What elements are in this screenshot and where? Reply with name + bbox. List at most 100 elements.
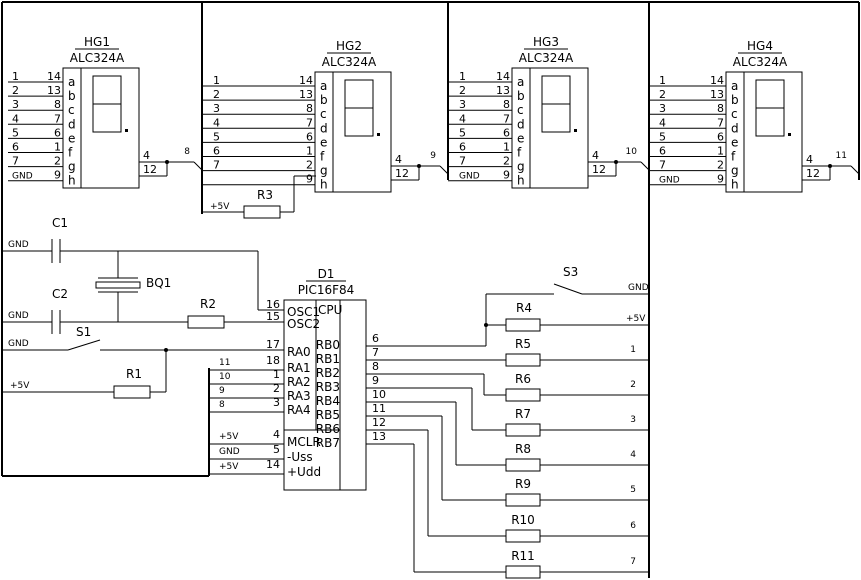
display-segment-label: d: [68, 117, 76, 131]
mcu-right-pin-number: 9: [372, 374, 379, 387]
resistor-net: 4: [630, 450, 636, 460]
display-common-pin: 12: [395, 167, 409, 180]
display-pin-number: 8: [503, 98, 510, 111]
display-pin-number: 14: [710, 74, 724, 87]
display-segment-label: c: [320, 107, 327, 121]
display-left-label: 5: [459, 126, 466, 139]
resistor-r6: R6 2: [505, 372, 649, 402]
s1-ref: S1: [76, 325, 91, 339]
display-segment-label: b: [68, 89, 76, 103]
display-common-pin: 12: [806, 167, 820, 180]
display-ref: HG2: [336, 39, 362, 53]
display-pin-number: 8: [717, 102, 724, 115]
resistor-ref: R11: [511, 549, 535, 563]
display-segment-label: a: [68, 75, 75, 89]
mcu-left-pin-label: +Udd: [287, 465, 321, 479]
resistor-ref: R6: [515, 372, 531, 386]
display-left-label: 4: [659, 116, 666, 129]
display-segment-label: g: [68, 160, 76, 174]
display-segment-label: h: [320, 178, 328, 192]
mcu-left-pin-label: RA0: [287, 345, 311, 359]
mcu-right-pin-label: RB0: [316, 338, 340, 352]
display-common-pin: 4: [592, 149, 599, 162]
display-pin-number: 2: [503, 155, 510, 168]
display-output-net: 10: [626, 147, 638, 157]
mcu-right-pin-label: RB2: [316, 366, 340, 380]
display-segment-label: g: [731, 164, 739, 178]
display-segment-label: d: [320, 121, 328, 135]
display-ref: HG1: [84, 35, 110, 49]
display-left-label: GND: [659, 176, 680, 186]
mcu-left-net: +5V: [219, 432, 239, 442]
r1-net: +5V: [10, 381, 30, 391]
r3-net: +5V: [210, 202, 230, 212]
display-left-label: 6: [459, 141, 466, 154]
display-common-pin: 4: [143, 149, 150, 162]
mcu-right-pin-label: RB6: [316, 422, 340, 436]
r3-ref: R3: [257, 188, 273, 202]
mcu-part: PIC16F84: [298, 283, 355, 297]
display-segment-label: b: [517, 89, 525, 103]
mcu-left-net: 11: [219, 358, 230, 368]
display-left-label: 7: [213, 159, 220, 172]
resistor-net: 6: [630, 521, 636, 531]
display-segment-label: f: [68, 146, 73, 160]
display-pin-number: 7: [503, 112, 510, 125]
display-segment-label: e: [320, 135, 327, 149]
mcu-cpu-label: CPU: [318, 303, 342, 317]
display-pin-number: 14: [299, 74, 313, 87]
display-segment-label: d: [517, 117, 525, 131]
display-segment-label: h: [517, 174, 525, 188]
resistor-r10: R10 6: [505, 513, 649, 543]
display-pin-number: 6: [717, 130, 724, 143]
resistor-net: 7: [630, 557, 636, 567]
mcu-right-pin-label: RB5: [316, 408, 340, 422]
display-pin-number: 6: [54, 126, 61, 139]
resistor-net: 2: [630, 380, 636, 390]
display-part: ALC324A: [70, 51, 125, 65]
display-segment-label: h: [68, 174, 76, 188]
display-left-label: 7: [459, 155, 466, 168]
mcu-right-pin-number: 6: [372, 332, 379, 345]
display-output-net: 11: [836, 151, 847, 161]
display-segment-label: e: [731, 135, 738, 149]
mcu-d1: D1PIC16F84CPUOSC116OSC215RA017RA11811RA2…: [209, 267, 506, 573]
mcu-left-pin-number: 4: [273, 428, 280, 441]
display-part: ALC324A: [733, 55, 788, 69]
display-left-label: 1: [459, 70, 466, 83]
display-pin-number: 2: [54, 155, 61, 168]
mcu-left-pin-number: 14: [266, 458, 280, 471]
display-pin-number: 1: [717, 145, 724, 158]
r2-ref: R2: [200, 297, 216, 311]
display-segment-label: c: [517, 103, 524, 117]
c1-ref: C1: [52, 216, 68, 230]
display-pin-number: 1: [503, 141, 510, 154]
c1-net: GND: [8, 240, 29, 250]
mcu-left-net: 10: [219, 372, 231, 382]
mcu-left-pin-number: 17: [266, 338, 280, 351]
resistor-ref: R10: [511, 513, 535, 527]
display-pin-number: 14: [496, 70, 510, 83]
display-left-label: 5: [659, 130, 666, 143]
mcu-right-pin-label: RB4: [316, 394, 340, 408]
mcu-right-pin-number: 10: [372, 388, 386, 401]
display-pin-number: 13: [299, 88, 313, 101]
display-segment-label: d: [731, 121, 739, 135]
mcu-right-pin-label: RB1: [316, 352, 340, 366]
resistor-ref: R5: [515, 337, 531, 351]
mcu-left-net: 9: [219, 386, 225, 396]
mcu-right-pin-label: RB7: [316, 436, 340, 450]
capacitor-c1: C1 GND: [2, 216, 284, 311]
display-pin-number: 13: [496, 84, 510, 97]
resistor-r4: R4 +5V: [486, 301, 649, 332]
display-left-label: 1: [213, 74, 220, 87]
r1-ref: R1: [126, 367, 142, 381]
display-output-net: 8: [184, 147, 190, 157]
display-segment-label: b: [731, 93, 739, 107]
